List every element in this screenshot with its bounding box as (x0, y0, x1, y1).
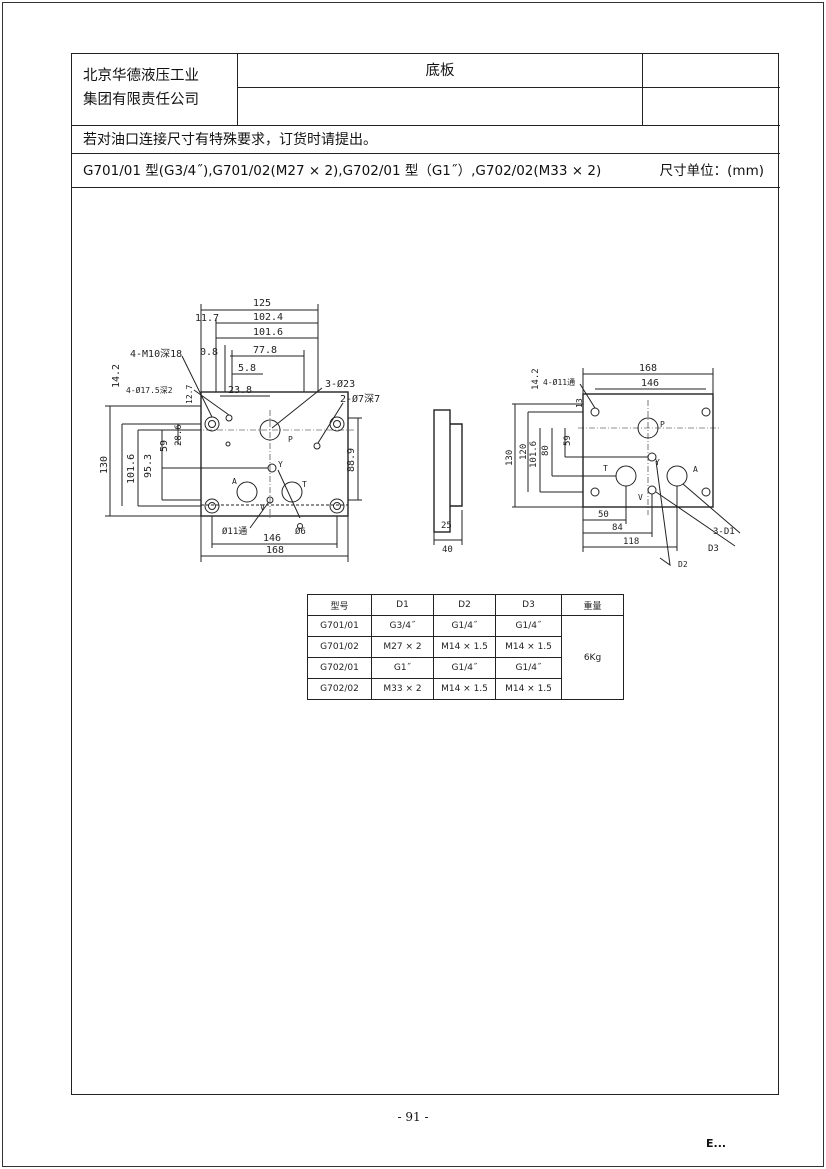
dim-88-9: 88.9 (346, 448, 357, 472)
cell-model: G702/01 (307, 657, 372, 679)
dim-130-right: 130 (505, 450, 515, 466)
cell-d2: G1/4˝ (433, 657, 496, 679)
cell-d3: G1/4˝ (495, 615, 562, 637)
right-plan-view (512, 368, 741, 567)
spec-table: 型号 D1 D2 D3 重量 G701/01 G3/4˝ G1/4˝ G1/4˝… (307, 594, 624, 700)
dim-118: 118 (623, 537, 639, 547)
dim-102-4: 102.4 (253, 312, 283, 323)
port-v-left: V (260, 503, 265, 512)
dim-130-left: 130 (99, 456, 110, 474)
dim-120-right: 120 (519, 444, 529, 460)
corner-mark: E... (706, 1137, 727, 1150)
table-row: G702/01 G1˝ G1/4˝ G1/4˝ (307, 657, 624, 679)
dim-13-right: 13 (575, 398, 584, 408)
dim-5-8: 5.8 (238, 363, 256, 374)
company-name-line2: 集团有限责任公司 (83, 92, 199, 108)
dim-14-2-right: 14.2 (531, 368, 541, 390)
dim-168-left: 168 (266, 545, 284, 556)
dim-125: 125 (253, 298, 271, 309)
dim-23-8: 23.8 (228, 385, 252, 396)
document-title: 底板 (238, 54, 643, 88)
label-phi11: Ø11通 (222, 526, 247, 537)
port-v-right: V (638, 493, 643, 502)
cell-d1: M33 × 2 (371, 678, 434, 700)
dim-101-6: 101.6 (253, 327, 283, 338)
page-number: - 91 - (397, 1110, 429, 1124)
port-p-left: P (288, 435, 293, 444)
label-d2: D2 (678, 560, 688, 569)
label-3-d1: 3-D1 (713, 527, 735, 537)
title-empty-cell (238, 88, 643, 126)
dim-28-6: 28.6 (174, 424, 184, 446)
units-label: 尺寸单位：(mm) (659, 163, 764, 179)
label-4-phi17: 4-Ø17.5深2 (126, 385, 173, 395)
dim-11-7: 11.7 (195, 313, 219, 324)
dim-59-left: 59 (159, 440, 170, 452)
dim-101-6-right: 101.6 (529, 441, 539, 468)
col-header-weight: 重量 (561, 594, 624, 616)
dim-25-side: 25 (441, 521, 452, 531)
cell-d2: G1/4˝ (433, 615, 496, 637)
port-a-left: A (232, 477, 237, 486)
dim-59-right: 59 (563, 435, 573, 446)
label-4-phi11-right: 4-Ø11通 (543, 377, 575, 387)
label-d3: D3 (708, 544, 719, 554)
company-name-line1: 北京华德液压工业 (83, 68, 199, 84)
col-header-d2: D2 (433, 594, 496, 616)
company-name-cell: 北京华德液压工业 集团有限责任公司 (72, 54, 238, 126)
cell-d1: G1˝ (371, 657, 434, 679)
header-empty-cell-top (643, 54, 780, 88)
dim-146-right: 146 (641, 378, 659, 389)
cell-weight: 6Kg (561, 615, 624, 700)
port-a-right: A (693, 465, 698, 474)
left-plan-view (105, 304, 362, 562)
dim-40-side: 40 (442, 545, 453, 555)
header-empty-cell-bottom (643, 88, 780, 126)
dim-101-6-left: 101.6 (126, 454, 137, 484)
cell-model: G702/02 (307, 678, 372, 700)
label-phi6: Ø6 (295, 526, 306, 537)
table-row: G701/01 G3/4˝ G1/4˝ G1/4˝ 6Kg (307, 615, 624, 700)
cell-d3: M14 × 1.5 (495, 636, 562, 658)
port-t-right: T (603, 464, 608, 473)
dim-84: 84 (612, 523, 623, 533)
label-4-m10: 4-M10深18 (130, 348, 182, 360)
dim-50: 50 (598, 510, 609, 520)
dim-77-8: 77.8 (253, 345, 277, 356)
cell-d2: M14 × 1.5 (433, 678, 496, 700)
port-y-right: Y (655, 458, 660, 467)
cell-d1: M27 × 2 (371, 636, 434, 658)
dim-80-right: 80 (541, 445, 551, 456)
port-p-right: P (660, 420, 665, 429)
order-note: 若对油口连接尺寸有特殊要求，订货时请提出。 (72, 126, 780, 154)
cell-d1: G3/4˝ (371, 615, 434, 637)
cell-model: G701/02 (307, 636, 372, 658)
cell-d3: G1/4˝ (495, 657, 562, 679)
dim-146-left: 146 (263, 533, 281, 544)
cell-d3: M14 × 1.5 (495, 678, 562, 700)
cell-d2: M14 × 1.5 (433, 636, 496, 658)
dim-12-7: 12.7 (185, 385, 194, 404)
table-row: G702/02 M33 × 2 M14 × 1.5 M14 × 1.5 (307, 678, 624, 700)
dim-95-3: 95.3 (143, 454, 154, 478)
port-y-left: Y (278, 460, 283, 469)
side-view (433, 409, 463, 545)
dim-14-2-left: 14.2 (111, 364, 122, 388)
label-2-phi7: 2-Ø7深7 (340, 393, 380, 405)
col-header-d1: D1 (371, 594, 434, 616)
label-3-phi23: 3-Ø23 (325, 378, 355, 390)
dim-168-right: 168 (639, 363, 657, 374)
model-line: G701/01 型(G3/4˝),G701/02(M27 × 2),G702/0… (83, 163, 602, 179)
cell-model: G701/01 (307, 615, 372, 637)
port-t-left: T (302, 480, 307, 489)
col-header-d3: D3 (495, 594, 562, 616)
spec-table-header: 型号 D1 D2 D3 重量 (307, 594, 624, 616)
model-line-row: G701/01 型(G3/4˝),G701/02(M27 × 2),G702/0… (72, 154, 780, 188)
dim-0-8: 0.8 (200, 347, 218, 358)
col-header-model: 型号 (307, 594, 372, 616)
datasheet-frame: 北京华德液压工业 集团有限责任公司 底板 若对油口连接尺寸有特殊要求，订货时请提… (71, 53, 780, 1095)
table-row: G701/02 M27 × 2 M14 × 1.5 M14 × 1.5 (307, 636, 624, 658)
